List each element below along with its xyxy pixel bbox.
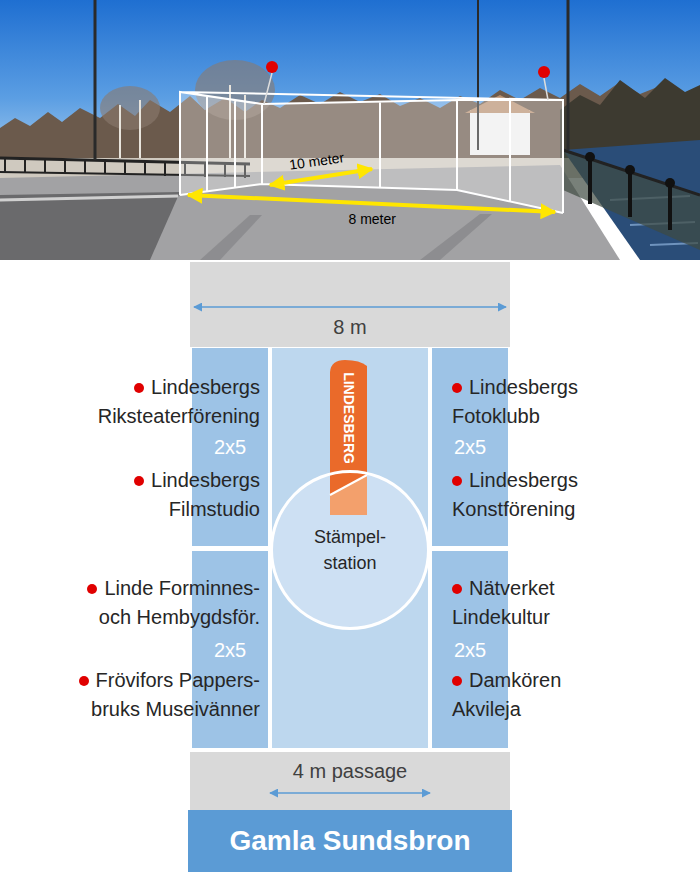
dimension-arrow <box>188 195 555 212</box>
exhibitor-entry: Lindesbergs Konstförening <box>452 466 612 524</box>
asphalt-shade <box>0 192 180 260</box>
center-aisle <box>272 348 428 748</box>
bullet-dot <box>452 676 462 686</box>
red-marker <box>266 61 278 73</box>
circle-fill <box>271 471 429 629</box>
circle-outline <box>270 470 430 630</box>
exhibitor-name: Lindesbergs Konstförening <box>452 469 578 520</box>
passage-band: 4 m passage <box>190 752 510 810</box>
bullet-dot <box>87 584 97 594</box>
flag-text: LINDESBERG <box>341 372 357 464</box>
exhibitor-name: Lindesbergs Riksteaterförening <box>98 376 260 427</box>
bridge-photo <box>0 0 700 260</box>
fence-posts <box>590 159 670 230</box>
bridge-name-box: Gamla Sundsbron <box>188 810 512 872</box>
dimension-label: 8 meter <box>349 211 396 227</box>
node-text: 2x5 <box>214 638 246 662</box>
bullet-dot <box>134 383 144 393</box>
exhibitor-name: Damkören Akvileja <box>452 669 561 720</box>
shadow <box>420 214 492 260</box>
post-cap <box>665 178 675 188</box>
shadow <box>200 215 262 260</box>
tent-back <box>262 100 457 190</box>
node-text: 8 m <box>333 315 366 339</box>
bullet-dot <box>452 584 462 594</box>
node-text: Stämpel- station <box>300 524 400 576</box>
exhibitor-entry: Lindesbergs Fotoklubb <box>452 373 612 431</box>
top-band <box>190 262 510 347</box>
bullet-dot <box>134 476 144 486</box>
marker-pole <box>264 73 548 104</box>
flag-stripe <box>330 475 367 495</box>
node-text: Gamla Sundsbron <box>229 824 470 858</box>
birch-crown <box>100 86 160 130</box>
tent-side <box>180 92 262 195</box>
exhibitor-entry: Lindesbergs Riksteaterförening <box>70 373 260 431</box>
node-text: 2x5 <box>454 435 486 459</box>
red-marker <box>538 66 550 78</box>
dimension-band: 8 m <box>190 262 510 347</box>
width-arrow <box>194 306 506 308</box>
exhibitor-entry: Frövifors Pappers- bruks Museivänner <box>70 666 260 724</box>
dimension-arrow <box>270 169 372 185</box>
exhibitor-entry: Damkören Akvileja <box>452 666 612 724</box>
node-text: 4 m passage <box>293 759 408 783</box>
exhibitor-entry: Lindesbergs Filmstudio <box>70 466 260 524</box>
curb <box>0 196 178 200</box>
exhibitor-name: Lindesbergs Filmstudio <box>151 469 260 520</box>
fence-mesh <box>563 150 700 250</box>
beach-flag <box>330 360 367 515</box>
exhibitor-name: Nätverket Lindekultur <box>452 577 555 628</box>
bullet-dot <box>79 676 89 686</box>
tent-wireframe <box>180 92 563 213</box>
bullet-dot <box>452 383 462 393</box>
flag-panel <box>330 475 367 515</box>
passage-arrow <box>270 792 430 794</box>
circle-outline <box>272 472 429 629</box>
exhibitor-name: Lindesbergs Fotoklubb <box>452 376 578 427</box>
post-cap <box>625 165 635 175</box>
post-cap <box>585 152 595 162</box>
exhibitor-name: Frövifors Pappers- bruks Museivänner <box>91 669 260 720</box>
node-text: 2x5 <box>454 638 486 662</box>
bullet-dot <box>452 476 462 486</box>
stamp-station-circle: Stämpel- station <box>270 470 430 630</box>
exhibitor-entry: Linde Forminnes- och Hembygdsför. <box>70 574 260 632</box>
exhibitor-name: Linde Forminnes- och Hembygdsför. <box>99 577 260 628</box>
node-text: 2x5 <box>214 435 246 459</box>
bottom-band <box>190 752 510 810</box>
exhibitor-entry: Nätverket Lindekultur <box>452 574 612 632</box>
